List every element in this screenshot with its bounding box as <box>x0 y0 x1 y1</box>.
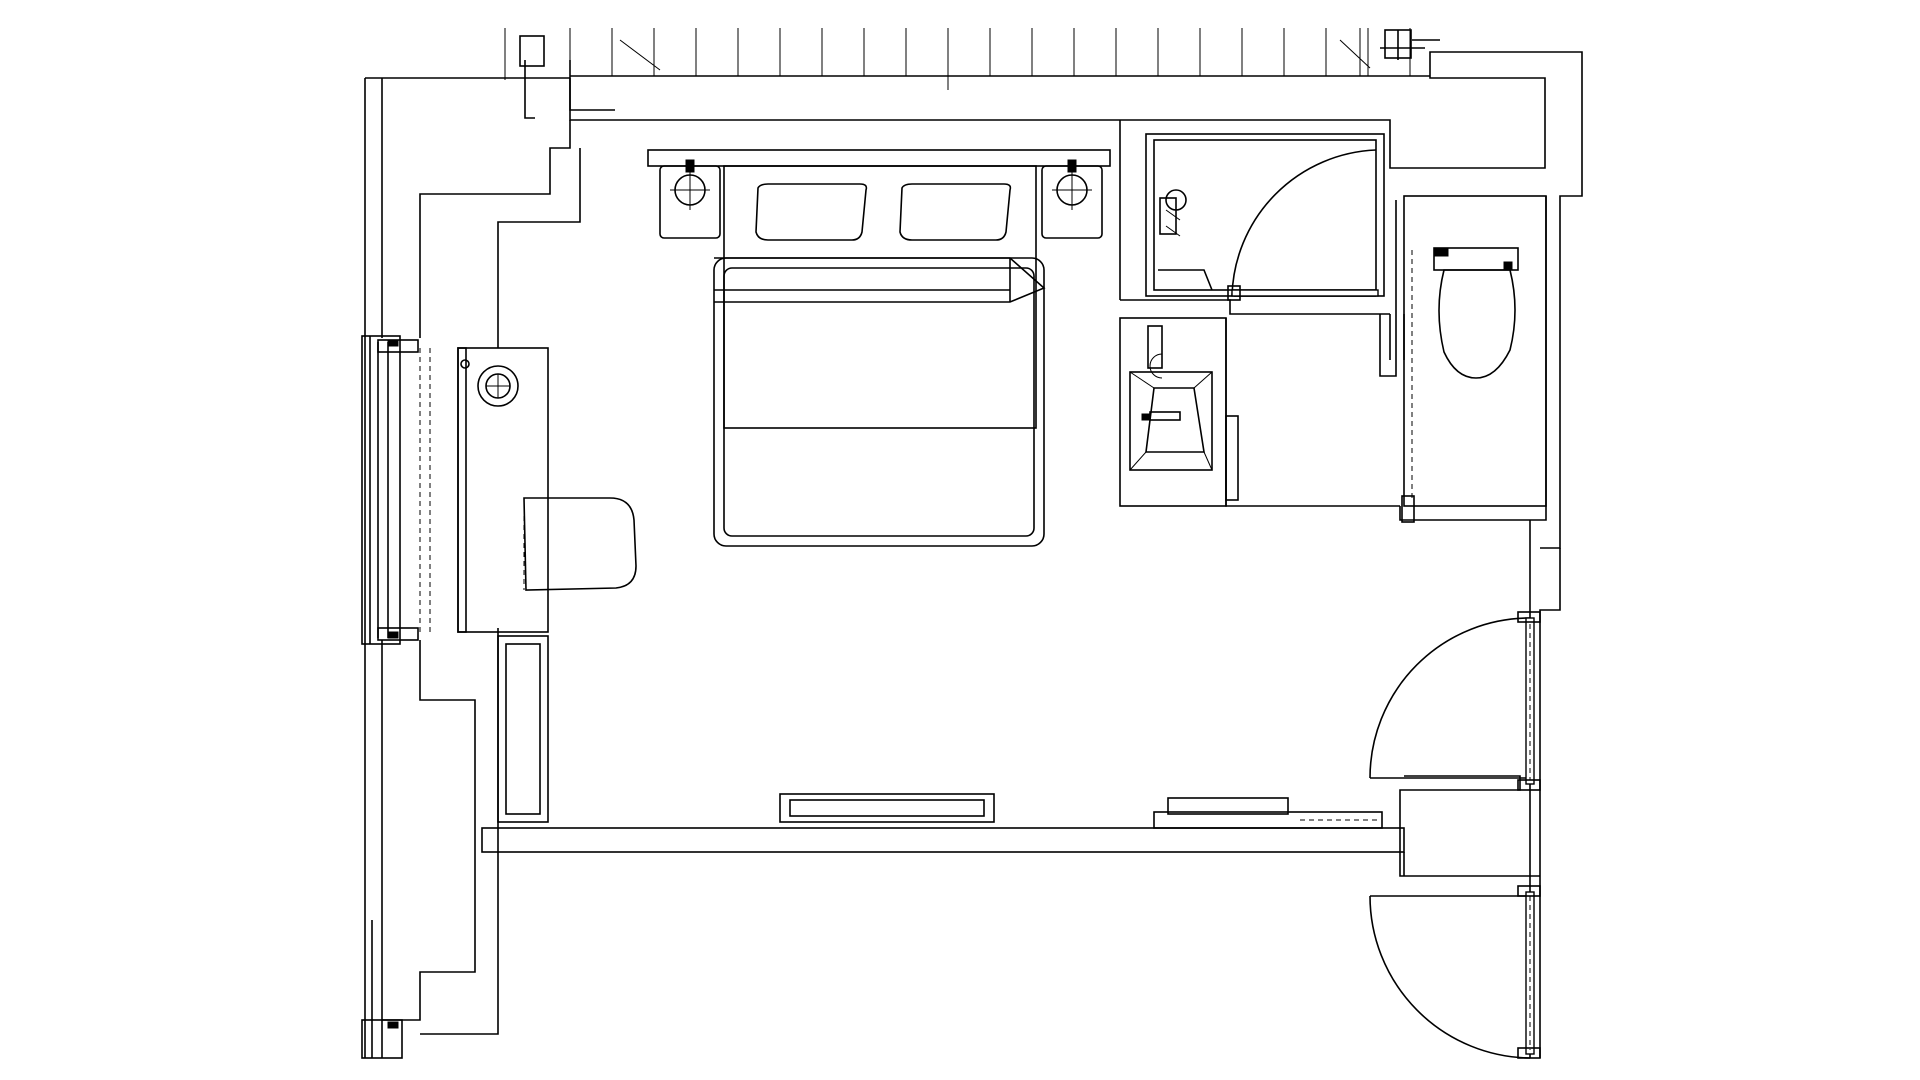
desk-chair <box>523 497 637 591</box>
double-bed <box>713 165 1046 547</box>
entry-door <box>1369 611 1541 791</box>
luggage-bench <box>497 635 549 823</box>
exterior-wall <box>364 51 1583 1058</box>
desk <box>457 347 549 633</box>
tv-console <box>1153 797 1383 829</box>
entry-corridor <box>1399 506 1540 877</box>
pillow <box>899 183 1012 241</box>
nightstand <box>659 159 721 239</box>
window-wall <box>361 335 431 1059</box>
headboard <box>647 149 1111 167</box>
wc <box>1379 195 1547 523</box>
shower-mixer <box>1158 189 1213 291</box>
wardrobe <box>481 793 1405 853</box>
toilet <box>1433 247 1519 379</box>
corridor-door <box>1369 885 1541 1059</box>
pillow <box>755 183 868 241</box>
balcony-railing <box>504 28 1440 119</box>
shower-door <box>1227 149 1379 301</box>
wash-basin <box>1129 325 1213 471</box>
round-stool <box>477 365 519 407</box>
nightstand <box>1041 159 1103 239</box>
